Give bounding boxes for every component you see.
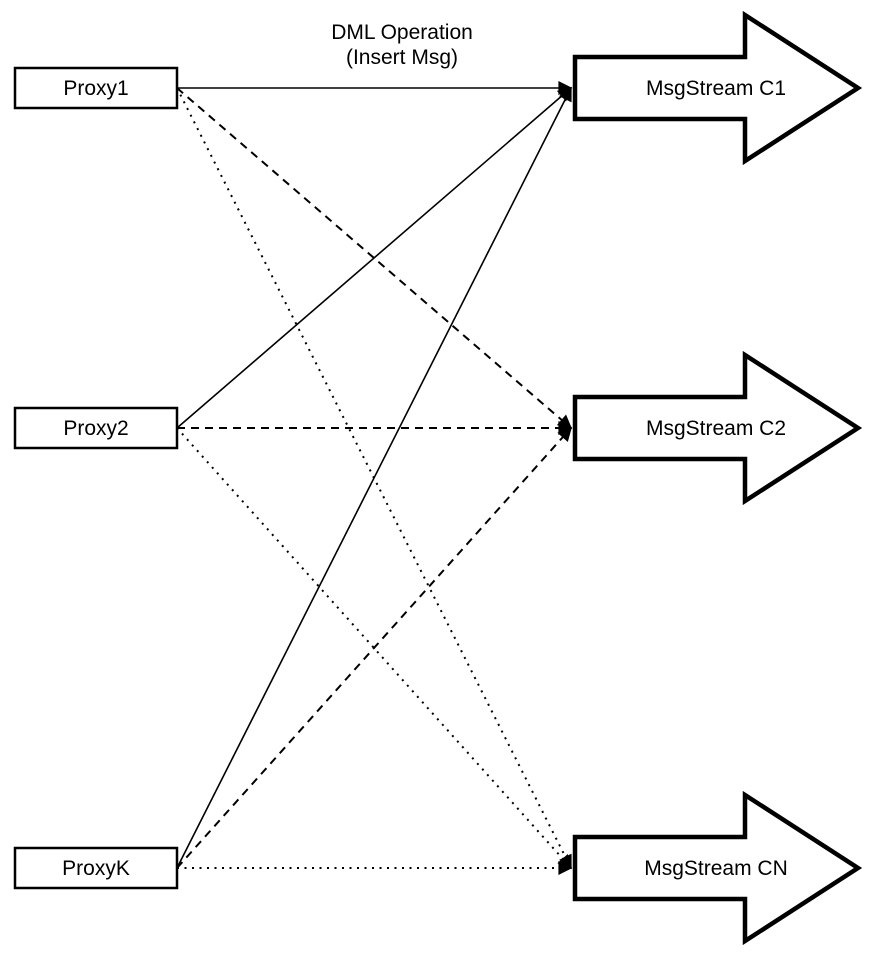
edge-proxyK-c2 (176, 426, 572, 869)
stream-label-c2: MsgStream C2 (646, 417, 786, 440)
edge-proxy2-c1 (176, 87, 573, 429)
edge-proxy2-cn (176, 427, 572, 870)
edge-proxyK-c1 (176, 86, 572, 869)
stream-arrow-cn (572, 790, 863, 946)
proxy-label-proxy2: Proxy2 (63, 417, 128, 440)
proxy-label-proxyK: ProxyK (62, 857, 130, 880)
edges-layer (176, 81, 573, 875)
diagram-title-line1: DML Operation (331, 21, 473, 44)
stream-arrow-c2 (572, 350, 863, 506)
stream-label-cn: MsgStream CN (644, 857, 788, 880)
stream-arrows-layer: MsgStream C1 MsgStream C2 MsgStream CN (572, 10, 863, 946)
diagram-title-line2: (Insert Msg) (345, 46, 458, 69)
stream-label-c1: MsgStream C1 (646, 77, 786, 100)
stream-arrow-c1 (572, 10, 863, 166)
proxy-box-proxy2 (13, 406, 179, 450)
proxy-label-proxy1: Proxy1 (63, 77, 128, 100)
edge-proxy1-c2 (176, 87, 573, 429)
diagram-title: DML Operation (Insert Msg) (331, 20, 473, 70)
